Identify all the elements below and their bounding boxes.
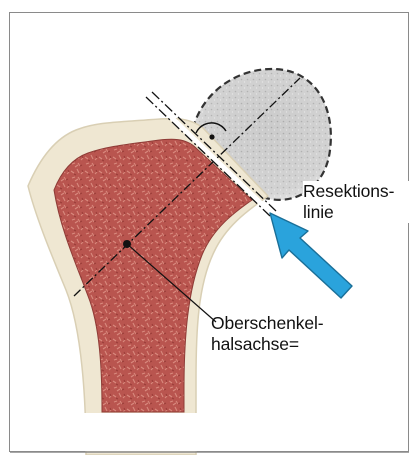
resection-line-label-line2: linie — [303, 202, 409, 223]
neck-axis-label-line1: Oberschenkel- — [211, 313, 361, 334]
resection-line-label: Resektions- linie — [303, 181, 409, 223]
neck-axis-label-line2: halsachse= — [211, 334, 361, 355]
neck-axis-label: Oberschenkel- halsachse= — [211, 313, 361, 355]
resection-line-label-line1: Resektions- — [303, 181, 409, 202]
arrow-icon — [270, 213, 352, 298]
